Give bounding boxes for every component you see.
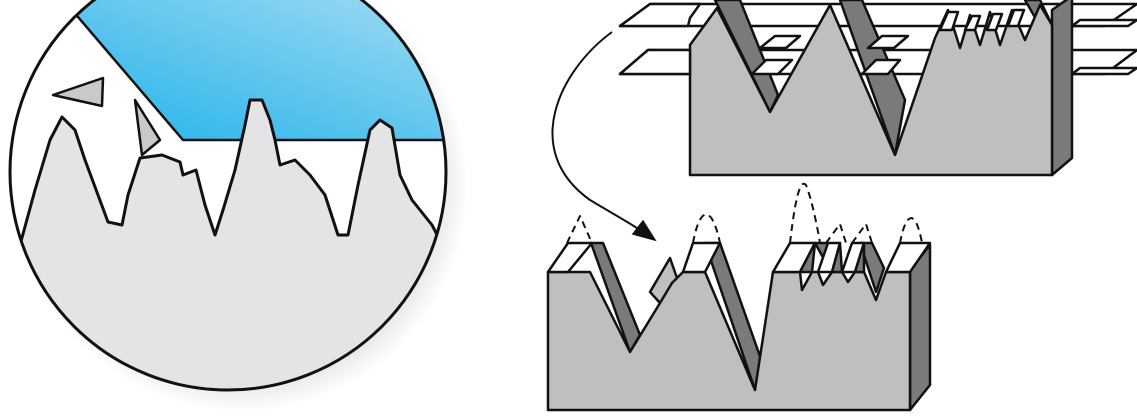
block-side-face xyxy=(1052,0,1072,175)
flat-top-1 xyxy=(548,243,592,272)
plate-strip-left-upper xyxy=(620,4,700,26)
dashed-original-peaks xyxy=(567,184,922,243)
surface-after xyxy=(548,184,930,410)
plate-segment-a xyxy=(760,36,800,48)
plate-strip-left-lower xyxy=(620,50,690,74)
plate-strip-right-lower xyxy=(1072,68,1137,74)
surface-before xyxy=(620,0,1137,175)
plate-strip-right-upper xyxy=(1072,20,1137,26)
circle-content xyxy=(0,0,460,419)
magnified-view xyxy=(0,0,468,419)
